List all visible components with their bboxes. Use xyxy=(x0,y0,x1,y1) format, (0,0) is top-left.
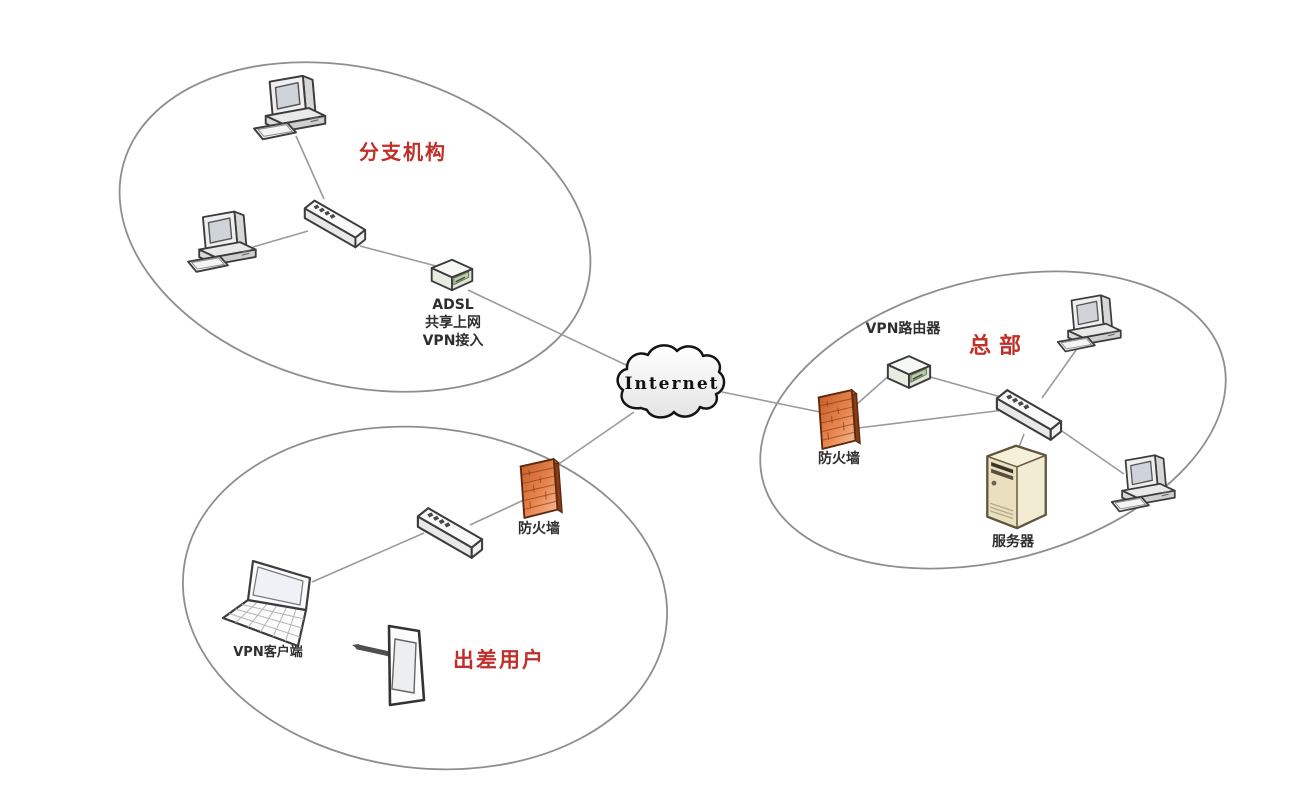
hq-firewall-icon xyxy=(817,389,862,450)
server-icon xyxy=(986,444,1048,530)
branch-zone-ellipse xyxy=(118,61,592,393)
hq-firewall-label: 防火墙 xyxy=(818,451,860,467)
vpn-client-label: VPN客户端 xyxy=(233,645,303,660)
line-adsl-internet xyxy=(467,289,646,375)
server-label: 服务器 xyxy=(992,534,1034,550)
mobile-firewall-label: 防火墙 xyxy=(518,521,560,537)
mobile-firewall-icon xyxy=(519,458,564,519)
internet-cloud-label: Internet xyxy=(624,374,720,394)
line-hq-firewall-router xyxy=(856,372,893,405)
headquarters-zone-ellipse xyxy=(759,270,1227,570)
line-branch-pc1-switch xyxy=(295,135,325,200)
internet-cloud xyxy=(616,344,726,419)
connection-lines xyxy=(252,135,1125,583)
hq-desktop-pc-bottom-icon xyxy=(1110,454,1176,513)
branch-desktop-pc-left-icon xyxy=(187,210,257,273)
vpn-router-icon xyxy=(886,355,932,389)
line-mobile-firewall-internet xyxy=(552,411,635,469)
hq-switch-icon xyxy=(995,389,1063,441)
line-hq-firewall-switch xyxy=(857,409,1005,429)
mobile-users-zone-ellipse xyxy=(182,425,668,771)
vpn-router-label: VPN路由器 xyxy=(865,321,941,337)
vpn-client-laptop-icon xyxy=(221,559,312,648)
line-hq-switch-pc-bottom xyxy=(1058,428,1125,475)
line-laptop-switch xyxy=(311,532,425,583)
mobile-switch-icon xyxy=(416,507,484,559)
line-internet-hq-firewall xyxy=(721,391,821,413)
adsl-modem-label: ADSL 共享上网 VPN接入 xyxy=(422,297,484,349)
line-hq-switch-pc-top xyxy=(1041,345,1080,399)
branch-desktop-pc-top-icon xyxy=(253,74,327,141)
branch-zone-title: 分支机构 xyxy=(359,140,447,164)
hq-desktop-pc-top-icon xyxy=(1056,294,1122,353)
line-branch-switch-adsl xyxy=(359,245,437,267)
branch-switch-icon xyxy=(303,199,367,249)
line-branch-pc2-switch xyxy=(252,230,309,248)
line-mobile-switch-firewall xyxy=(469,498,527,526)
pda-icon xyxy=(352,626,424,705)
headquarters-zone-title: 总部 xyxy=(968,334,1029,359)
mobile-users-zone-title: 出差用户 xyxy=(453,648,545,672)
line-router-hq-switch xyxy=(926,375,1009,400)
adsl-modem-icon xyxy=(430,258,474,292)
